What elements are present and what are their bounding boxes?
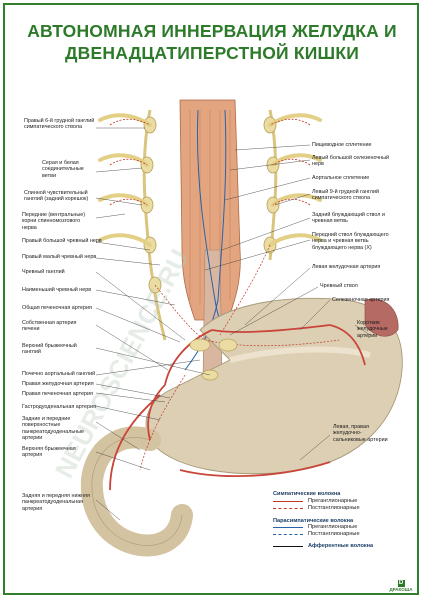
black-solid-line-icon <box>273 546 303 548</box>
label-short-gastric-arteries: Короткие желудочные артерии <box>357 320 388 339</box>
arteries <box>109 324 366 491</box>
label-right-hepatic-artery: Правая печеночная артерия <box>22 391 93 397</box>
label-greater-splanchnic: Правый большой чревный нерв <box>22 238 102 244</box>
blue-solid-line-icon <box>273 527 303 529</box>
legend-sympathetic-post-label: Постганглионарные <box>308 504 360 511</box>
label-esophageal-plexus: Пищеводное сплетение <box>312 142 372 148</box>
red-solid-line-icon <box>273 500 303 502</box>
label-ventral-roots: Передние (вентральные) корни спинномозго… <box>22 212 86 231</box>
label-celiac-trunk: Чревный ствол <box>320 283 358 289</box>
legend-sympathetic-post: Постганглионарные <box>273 505 403 512</box>
label-left-9th-thoracic-ganglion: Левый 9-й грудной ганглий симпатического… <box>312 189 379 202</box>
label-lesser-splanchnic: Правый малый чревный нерв <box>22 254 97 260</box>
leader-lines-right <box>204 144 371 461</box>
blue-dashed-line-icon <box>273 534 303 536</box>
red-dashed-line-icon <box>273 507 303 509</box>
label-pancreaticoduodenal-superior: Задние и передние поверхностные панкреат… <box>22 416 84 442</box>
label-posterior-vagal-trunk: Задний блуждающий ствол и чревная ветвь <box>312 212 385 225</box>
legend-parasympathetic-title: Парасимпатические волокна <box>273 517 354 524</box>
label-pancreaticoduodenal-inferior: Задняя и передняя нижняя панкреатодуоден… <box>22 493 90 512</box>
label-proper-hepatic-artery: Собственная артерия печени <box>22 320 77 333</box>
publisher-logo: D ДРАКОША <box>387 580 415 592</box>
label-gray-white-rami: Серая и белая соединительные ветви <box>42 160 84 179</box>
label-least-splanchnic: Наименьший чревный нерв <box>22 287 92 293</box>
label-aortic-plexus: Аортальное сплетение <box>312 175 370 181</box>
label-left-gastric-artery: Левая желудочная артерия <box>312 264 381 270</box>
label-anterior-vagal-trunk: Передний ствол блуждающего нерва и чревн… <box>312 232 389 251</box>
aorta <box>202 249 223 381</box>
legend-parasympathetic-pre: Преганглионарные <box>273 524 403 531</box>
spleen <box>364 298 399 337</box>
label-splenic-artery: Селезеночная артерия <box>332 297 390 303</box>
label-left-greater-splanchnic: Левый большой селезеночный нерв <box>312 155 390 168</box>
legend-afferent: Афферентные волокна <box>273 543 403 550</box>
legend-sympathetic-title: Симпатические волокна <box>273 491 341 497</box>
spinal-ganglia-loops <box>109 118 311 206</box>
stomach-highlight <box>229 346 371 363</box>
legend: Симпатические волокна Преганглионарные П… <box>273 488 403 550</box>
legend-afferent-label: Афферентные волокна <box>308 543 374 550</box>
logo-mark-icon: D <box>397 580 405 587</box>
label-right-gastric-artery: Правая желудочная артерия <box>22 381 94 387</box>
left-sympathetic-chain <box>142 109 167 341</box>
label-gastroomental-arteries: Левая, правая желудочно-сальниковые арте… <box>333 424 388 443</box>
legend-parasympathetic-post-label: Постганглионарные <box>308 531 360 538</box>
legend-parasympathetic-pre-label: Преганглионарные <box>308 524 358 531</box>
label-aorticorenal-ganglion: Почечно аортальный ганглий <box>22 371 96 377</box>
legend-sympathetic-pre: Преганглионарные <box>273 498 403 505</box>
label-superior-mesenteric-artery: Верхняя брыжеечная артерия <box>22 446 76 459</box>
duodenum-outline <box>91 437 183 546</box>
label-dorsal-root-ganglion: Спинной чувствительный ганглий (задний к… <box>24 190 89 203</box>
label-superior-mesenteric-ganglion: Верхний брыжеечный ганглий <box>22 343 77 356</box>
poster-title: АВТОНОМНАЯ ИННЕРВАЦИЯ ЖЕЛУДКА И ДВЕНАДЦА… <box>27 21 397 63</box>
label-right-6th-thoracic-ganglion: Правый 6-й грудной ганглий симпатическог… <box>24 118 95 131</box>
leader-lines-left <box>95 127 211 521</box>
logo-text: ДРАКОША <box>389 587 413 592</box>
legend-sympathetic-pre-label: Преганглионарные <box>308 497 358 504</box>
label-celiac-ganglion: Чревный ганглий <box>22 269 65 275</box>
label-common-hepatic-artery: Общая печеночная артерия <box>22 305 92 311</box>
label-gastroduodenal-artery: Гастродуоденальная артерия <box>22 404 96 410</box>
page-frame <box>3 3 419 595</box>
legend-parasympathetic-post: Постганглионарные <box>273 531 403 538</box>
